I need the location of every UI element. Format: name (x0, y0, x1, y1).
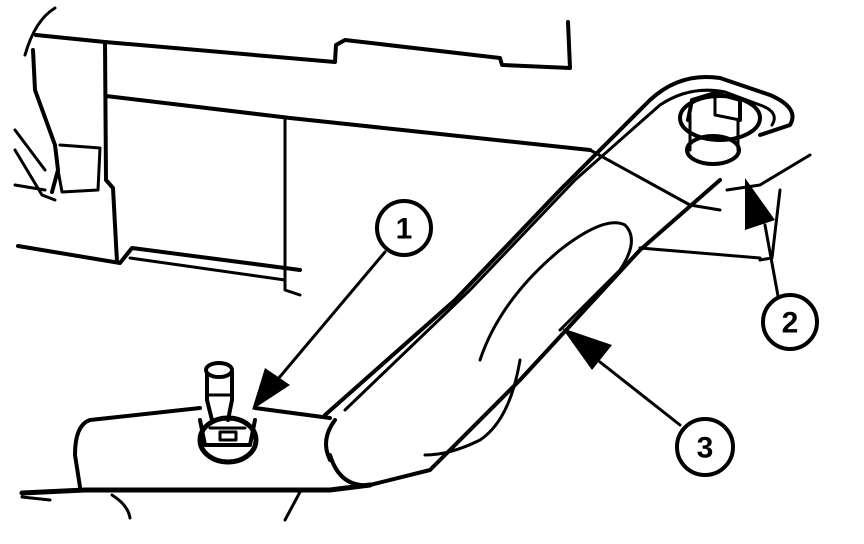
callout-2-circle (761, 293, 819, 351)
callout-1-circle (375, 199, 433, 257)
callout-3: 3 (562, 328, 735, 477)
housing-panel (13, 6, 592, 297)
mounting-plate (588, 148, 812, 262)
arrowhead-3 (562, 328, 612, 370)
callout-3-label: 3 (697, 432, 714, 465)
hex-bolt (678, 91, 762, 166)
leader-line-1 (260, 250, 387, 400)
callout-1-label: 1 (396, 213, 413, 246)
leader-line-3 (598, 360, 682, 427)
arrowhead-1 (252, 368, 290, 410)
arrowhead-2 (745, 178, 775, 230)
leader-line-2 (763, 223, 780, 298)
base-lug (19, 361, 373, 522)
callout-3-circle (675, 417, 735, 477)
callout-2: 2 (745, 178, 819, 351)
callout-1: 1 (252, 199, 433, 410)
callout-2-label: 2 (782, 307, 799, 340)
